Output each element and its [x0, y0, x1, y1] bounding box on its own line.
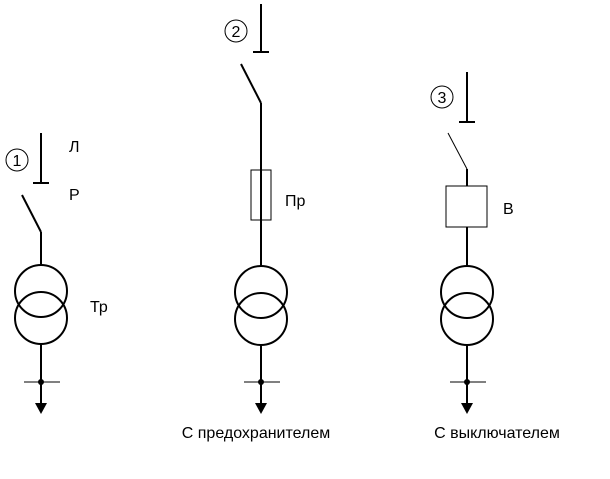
scheme-2: 2 Пр С предохранителем — [182, 4, 330, 442]
scheme-1-number: 1 — [13, 153, 22, 170]
scheme-1-transformer-winding-upper — [14, 264, 68, 318]
scheme-2-disconnector-blade — [240, 63, 262, 104]
scheme-1: 1 Л Р Тр — [5, 133, 108, 414]
scheme-1-number-circle — [5, 148, 29, 172]
scheme-2-number: 2 — [232, 24, 241, 41]
scheme-2-caption: С предохранителем — [182, 425, 330, 442]
scheme-1-output-arrow — [35, 403, 47, 414]
scheme-2-bus-node — [258, 379, 264, 385]
scheme-3-number-circle — [430, 85, 454, 109]
scheme-1-label-disconnector: Р — [69, 187, 80, 204]
scheme-3-bus-node — [464, 379, 470, 385]
scheme-3-number: 3 — [438, 90, 447, 107]
scheme-3-disconnector-blade — [447, 132, 468, 170]
scheme-1-label-transformer: Тр — [90, 299, 108, 316]
scheme-3: 3 В С выключателем — [430, 72, 560, 442]
scheme-2-number-circle — [224, 19, 248, 43]
scheme-3-label-breaker: В — [503, 201, 514, 218]
scheme-3-output-arrow — [461, 403, 473, 414]
scheme-3-caption: С выключателем — [434, 425, 560, 442]
scheme-1-bus-node — [38, 379, 44, 385]
scheme-2-transformer-winding-upper — [234, 265, 288, 319]
scheme-3-breaker — [445, 185, 488, 228]
scheme-2-label-fuse: Пр — [285, 193, 306, 210]
scheme-2-output-arrow — [255, 403, 267, 414]
scheme-1-disconnector-blade — [21, 194, 42, 233]
scheme-1-label-line: Л — [69, 139, 80, 156]
scheme-3-transformer-winding-upper — [440, 265, 494, 319]
